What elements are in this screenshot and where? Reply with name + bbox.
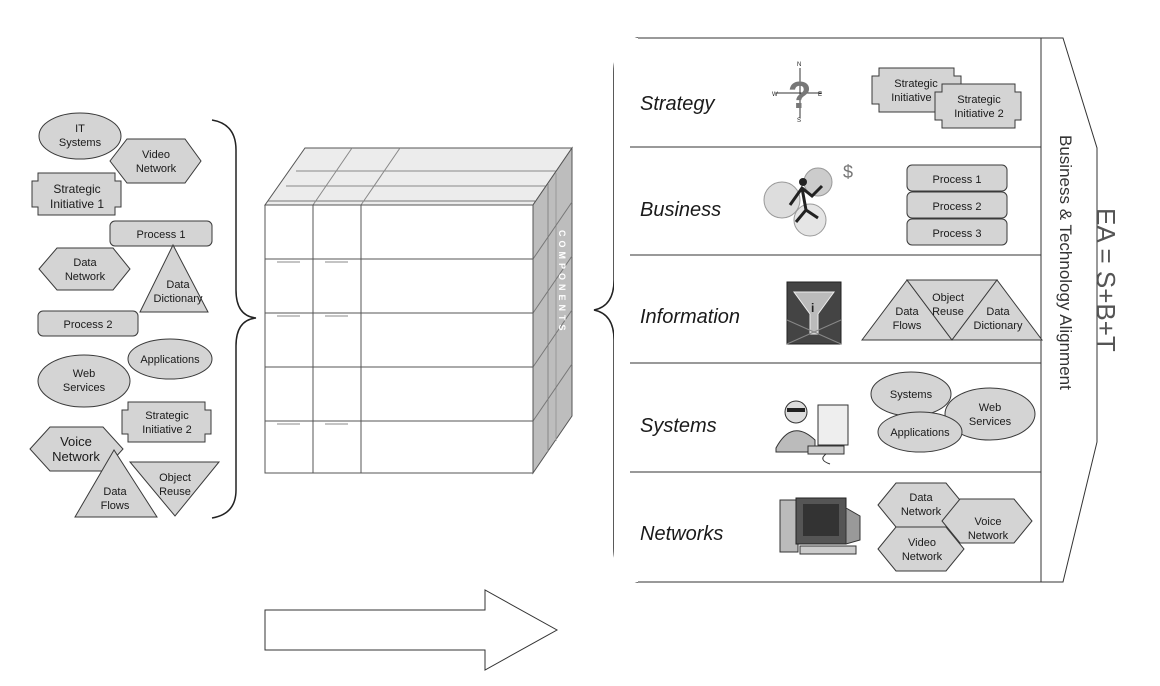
it-systems-ellipse: IT Systems bbox=[38, 112, 122, 160]
left-components: IT Systems Video Network Strategic Initi… bbox=[29, 112, 221, 518]
object-reuse-triangle: Object Reuse bbox=[128, 461, 221, 517]
svg-text:Strategic: Strategic bbox=[53, 182, 100, 196]
svg-text:W: W bbox=[772, 92, 778, 98]
object-reuse-label: Object bbox=[932, 292, 964, 304]
svg-text:Initiative 1: Initiative 1 bbox=[50, 197, 104, 211]
strategic-initiative-2-shape: Strategic Initiative 2 bbox=[934, 83, 1022, 129]
applications-label: Applications bbox=[890, 427, 950, 439]
svg-text:Video: Video bbox=[142, 149, 170, 161]
data-network-hexagon: Data Network bbox=[38, 247, 131, 291]
layer-title-information: Information bbox=[640, 306, 740, 328]
voice-network-hexagon: Voice Network bbox=[29, 426, 124, 472]
strategic-initiative-1-box: Strategic Initiative 1 bbox=[31, 172, 122, 216]
person-at-computer-icon bbox=[775, 400, 849, 465]
layer-systems: Systems Systems Web Services Application… bbox=[640, 371, 1036, 465]
cube-side-label: COMPONENTS bbox=[557, 230, 567, 335]
alignment-label: Business & Technology Alignment bbox=[1056, 135, 1075, 390]
svg-text:Web: Web bbox=[73, 368, 95, 380]
svg-text:Network: Network bbox=[136, 163, 177, 175]
video-network-hexagon: Video Network bbox=[109, 138, 202, 184]
svg-text:Network: Network bbox=[52, 449, 100, 464]
svg-text:E: E bbox=[818, 92, 822, 98]
svg-text:Initiative 1: Initiative 1 bbox=[891, 92, 941, 104]
svg-text:Initiative 2: Initiative 2 bbox=[142, 424, 192, 436]
svg-text:i: i bbox=[811, 301, 814, 315]
process-2-box: Process 2 bbox=[37, 310, 139, 337]
layer-title-networks: Networks bbox=[640, 523, 723, 545]
svg-text:Dictionary: Dictionary bbox=[154, 293, 203, 305]
svg-text:Object: Object bbox=[159, 472, 191, 484]
information-triangles: Data Flows Object Reuse Data Dictionary bbox=[861, 279, 1043, 341]
svg-text:Data: Data bbox=[103, 486, 127, 498]
desktop-computer-icon bbox=[779, 497, 861, 555]
svg-text:Data: Data bbox=[166, 279, 190, 291]
layer-title-business: Business bbox=[640, 199, 721, 221]
layer-business: Business $ Process 1 Process 2 Process 3 bbox=[640, 162, 1008, 246]
svg-text:Dictionary: Dictionary bbox=[974, 320, 1023, 332]
svg-text:Reuse: Reuse bbox=[932, 306, 964, 318]
svg-text:Applications: Applications bbox=[140, 354, 200, 366]
network-hexagons: Data Network Voice Network Video Network bbox=[877, 482, 1033, 572]
svg-text:N: N bbox=[797, 62, 801, 68]
data-dictionary-triangle: Data Dictionary bbox=[139, 243, 209, 313]
svg-text:Process 1: Process 1 bbox=[137, 229, 186, 241]
web-services-ellipse: Web Services bbox=[37, 354, 131, 408]
applications-ellipse: Applications bbox=[127, 338, 213, 380]
ea-cube: COMPONENTS bbox=[264, 146, 573, 475]
svg-text:Network: Network bbox=[902, 551, 943, 563]
svg-text:Network: Network bbox=[968, 530, 1009, 542]
web-services-label: Web bbox=[979, 402, 1001, 414]
data-flows-triangle: Data Flows bbox=[74, 449, 158, 518]
compass-question-icon: W E N S ? bbox=[772, 62, 822, 124]
svg-text:Reuse: Reuse bbox=[159, 486, 191, 498]
svg-text:Flows: Flows bbox=[893, 320, 922, 332]
process-stack: Process 1 Process 2 Process 3 bbox=[906, 164, 1008, 246]
svg-text:Strategic: Strategic bbox=[145, 410, 189, 422]
layer-title-systems: Systems bbox=[640, 415, 717, 437]
alignment-double-arrow bbox=[1040, 37, 1098, 583]
ea-equation: EA = S+B+T bbox=[1091, 208, 1121, 352]
dollar-sign: $ bbox=[843, 162, 853, 182]
svg-text:IT: IT bbox=[75, 123, 85, 135]
svg-text:Services: Services bbox=[63, 382, 106, 394]
svg-text:Data: Data bbox=[73, 257, 97, 269]
video-network-label: Video bbox=[908, 537, 936, 549]
process-3-label: Process 3 bbox=[933, 228, 982, 240]
business-runner-gears-icon bbox=[763, 167, 833, 237]
systems-ellipses: Systems Web Services Applications bbox=[870, 371, 1036, 453]
left-brace bbox=[211, 119, 257, 519]
voice-network-label: Voice bbox=[975, 516, 1002, 528]
svg-text:Process 2: Process 2 bbox=[64, 319, 113, 331]
process-1-box: Process 1 bbox=[109, 220, 213, 247]
layer-title-strategy: Strategy bbox=[640, 93, 715, 115]
svg-text:Services: Services bbox=[969, 416, 1012, 428]
data-flows-label: Data bbox=[895, 306, 919, 318]
data-funnel-icon: i bbox=[786, 281, 842, 345]
data-dictionary-label: Data bbox=[986, 306, 1010, 318]
svg-text:S: S bbox=[797, 118, 801, 124]
systems-label: Systems bbox=[890, 389, 933, 401]
process-1-label: Process 1 bbox=[933, 174, 982, 186]
svg-text:Flows: Flows bbox=[101, 500, 130, 512]
data-network-label: Data bbox=[909, 492, 933, 504]
svg-text:?: ? bbox=[788, 75, 811, 117]
strategic-initiative-2-box: Strategic Initiative 2 bbox=[121, 401, 212, 443]
svg-text:Strategic: Strategic bbox=[957, 94, 1001, 106]
svg-text:Initiative 2: Initiative 2 bbox=[954, 108, 1004, 120]
layer-strategy: Strategy W E N S ? Strategic Initiative … bbox=[640, 62, 1022, 129]
layer-information: Information i Data Flows Object Reuse Da… bbox=[640, 279, 1043, 345]
svg-text:Strategic: Strategic bbox=[894, 78, 938, 90]
layer-networks: Networks Data Network Voice Network Vide… bbox=[640, 482, 1033, 572]
svg-text:Voice: Voice bbox=[60, 434, 92, 449]
transformation-arrow bbox=[264, 589, 559, 671]
process-2-label: Process 2 bbox=[933, 201, 982, 213]
svg-text:Network: Network bbox=[901, 506, 942, 518]
svg-text:Systems: Systems bbox=[59, 137, 102, 149]
svg-text:Network: Network bbox=[65, 271, 106, 283]
